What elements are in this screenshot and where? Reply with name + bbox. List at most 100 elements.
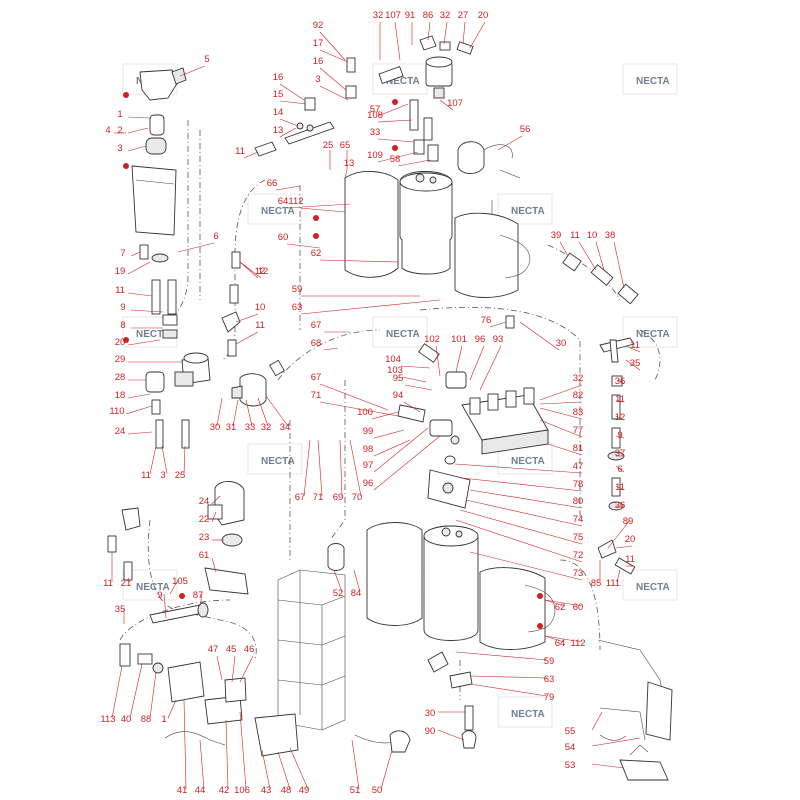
leader-line [578,241,597,271]
part-callout: 45 [226,644,237,655]
part-callout: 20 [625,534,636,545]
part-callout: 4 [105,125,110,136]
part-callout: 51 [350,785,361,796]
leader-line [539,419,583,438]
leader-line [299,207,346,213]
part-callout: 5 [204,54,209,65]
leader-line [344,169,348,179]
part-callout: 93 [493,334,504,345]
leader-line [443,21,448,45]
part-callout: 11 [115,285,125,296]
leader-line [239,261,259,279]
part-callout: 68 [311,338,322,349]
leader-line [216,655,223,681]
part-callout: 71 [313,492,324,503]
part-callout: 36 [615,500,626,511]
part-callout: 29 [115,354,126,365]
leader-line [211,511,217,523]
part-callout: 74 [573,514,584,525]
top-solenoid-parts [378,35,521,179]
part-callout: 40 [121,714,132,725]
watermark-logo: NECTA [372,316,428,348]
part-callout: 64 [555,638,566,649]
part-callout: 11 [103,578,113,589]
part-callout: 106 [234,785,250,796]
part-callout: 12 [258,266,269,277]
part-callout: 2 [117,125,122,136]
leader-line [235,331,259,345]
part-callout: 102 [424,334,440,345]
center-left-parts [221,57,357,407]
leader-line [469,21,486,49]
leader-line [469,489,583,509]
part-callout: 33 [245,422,256,433]
reference-dots [123,92,543,629]
leader-line [183,699,187,790]
svg-text:NECTA: NECTA [261,206,295,217]
part-callout: 23 [199,532,210,543]
part-callout: 28 [115,372,126,383]
part-callout: 33 [370,127,381,138]
lower-boiler [366,522,556,650]
right-column-parts [562,252,639,575]
watermark-logo: NECTA [622,63,678,95]
part-callout: 113 [100,714,115,725]
part-callout: 104 [385,354,401,365]
leader-line [607,519,631,549]
part-callout: 110 [109,406,124,417]
leader-line [319,259,399,263]
part-callout: 84 [351,588,362,599]
leader-line [547,443,583,456]
leader-line [169,579,179,595]
watermark-logo: NECTA [622,569,678,601]
part-callout: 96 [363,478,374,489]
leader-line [625,345,641,353]
part-callout: 52 [333,588,344,599]
svg-text:NECTA: NECTA [136,582,170,593]
part-callout: 95 [393,373,404,384]
part-callout: 107 [447,98,463,109]
part-callout: 112 [570,638,585,649]
part-callout: 42 [219,785,230,796]
part-callout: 30 [556,338,567,349]
leader-line [377,151,419,163]
leader-line [125,405,153,415]
leader-line [129,663,143,719]
part-callout: 59 [292,284,303,295]
leader-line [591,763,625,769]
part-callout: 1 [161,714,166,725]
leader-line [279,127,297,138]
part-callout: 59 [544,656,555,667]
part-callout: 11 [570,230,580,241]
leader-line [371,411,399,420]
leader-line [349,439,362,497]
part-callout: 100 [357,407,373,418]
leader-line [127,393,151,399]
part-callout: 25 [175,470,186,481]
leader-line [435,345,441,377]
svg-text:NECTA: NECTA [136,329,170,340]
svg-text:NECTA: NECTA [636,582,670,593]
leader-line [239,711,247,790]
part-callout: 6 [617,464,622,475]
part-callout: 11 [255,320,265,331]
part-callout: 12 [615,412,626,423]
leader-line [455,651,548,661]
leader-line [377,138,415,143]
leader-line [127,116,151,119]
leader-line [351,739,360,790]
svg-text:NECTA: NECTA [511,206,545,217]
part-callout: 98 [363,444,374,455]
part-callout: 88 [141,714,152,725]
leader-line [469,675,548,679]
leader-line [539,407,583,420]
leader-line [167,699,177,719]
leader-line [400,365,431,369]
leader-line [544,599,565,607]
part-callout: 85 [591,578,602,589]
part-callout: 49 [299,785,310,796]
part-callout: 22 [199,514,210,525]
leader-line [163,593,167,619]
leader-line [199,739,205,790]
